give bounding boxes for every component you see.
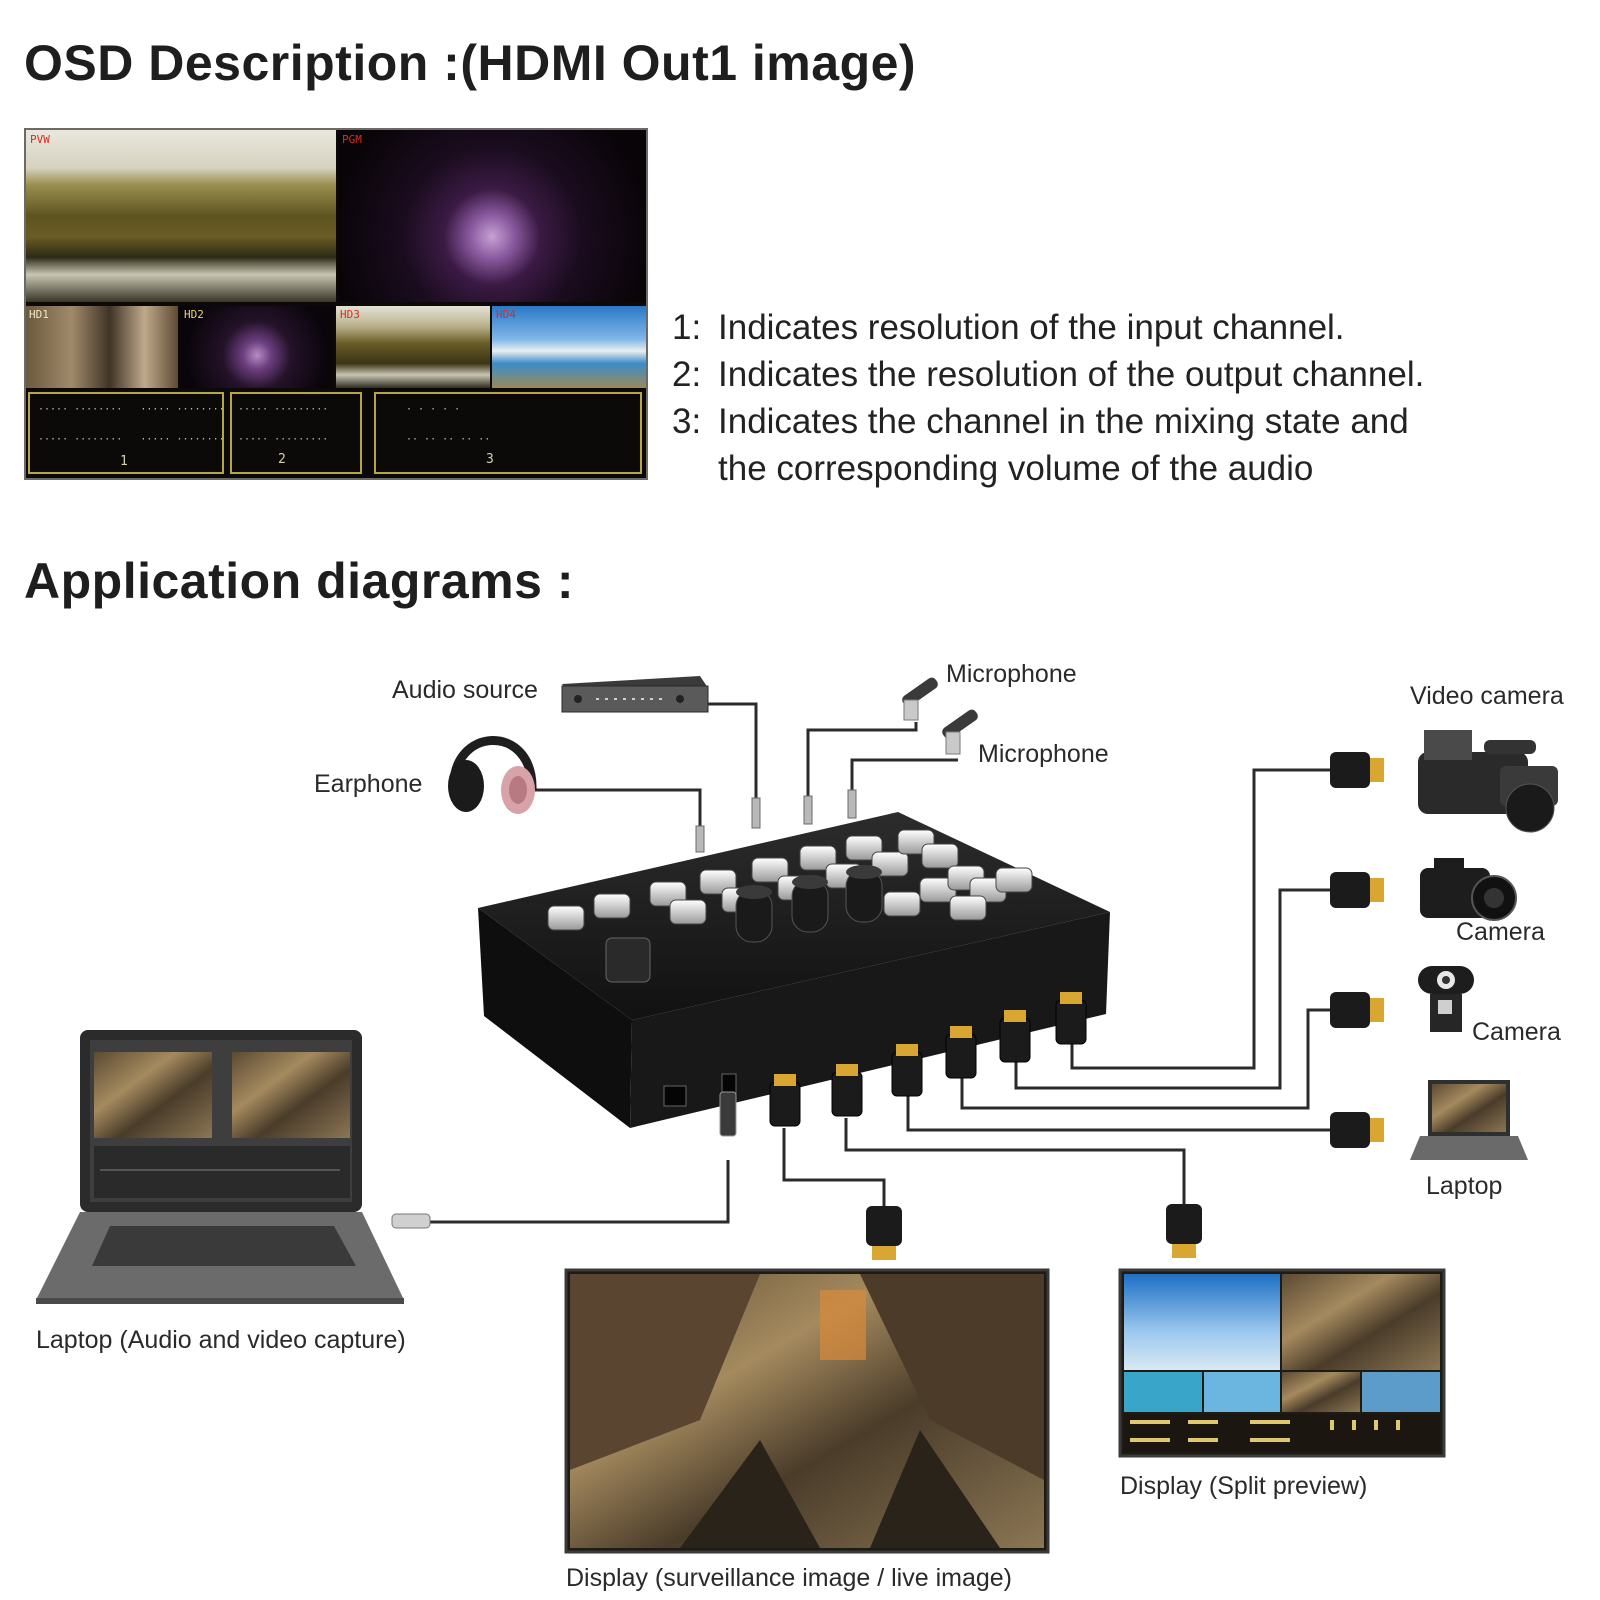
laptop-input-label: Laptop xyxy=(1426,1172,1503,1200)
pgm-tag: PGM xyxy=(342,133,362,146)
camera-2-device xyxy=(1418,966,1474,1032)
audio-source-cable xyxy=(705,702,758,800)
osd-description-list: 1: Indicates resolution of the input cha… xyxy=(672,304,1572,492)
camera-2-label: Camera xyxy=(1472,1018,1561,1046)
video-camera-cable xyxy=(1070,768,1348,1070)
switcher-fader xyxy=(605,937,651,983)
camera-1-cable xyxy=(1014,888,1348,1090)
osd-status-number-3: 3 xyxy=(486,452,494,467)
osd-status-number-1: 1 xyxy=(120,454,128,469)
live-display-label: Display (surveillance image / live image… xyxy=(566,1564,1012,1592)
laptop-input-cable xyxy=(906,1096,1348,1132)
hd1-tag: HD1 xyxy=(29,308,49,321)
application-title: Application diagrams : xyxy=(24,553,574,609)
output-hdmi-plugs xyxy=(866,1204,1202,1260)
video-switcher-device xyxy=(478,812,1110,1128)
earphone-label: Earphone xyxy=(314,770,423,798)
microphone-2-cable xyxy=(850,758,958,792)
hd4-panel: HD4 xyxy=(492,306,646,388)
split-display xyxy=(1118,1268,1446,1458)
osd-description-3: 3: Indicates the channel in the mixing s… xyxy=(672,402,1409,441)
hd2-panel: HD2 xyxy=(180,306,334,388)
osd-status-number-2: 2 xyxy=(278,452,286,467)
camera-2-cable xyxy=(960,1008,1348,1110)
live-display-cable xyxy=(782,1128,886,1210)
hd4-tag: HD4 xyxy=(496,308,516,321)
usb-c-laptop-plug xyxy=(391,1213,431,1229)
live-display xyxy=(564,1268,1050,1554)
split-display-label: Display (Split preview) xyxy=(1120,1472,1368,1500)
earphone-cable xyxy=(520,788,702,830)
camera-1-label: Camera xyxy=(1456,918,1545,946)
microphone-1-label: Microphone xyxy=(946,660,1077,688)
osd-title: OSD Description :(HDMI Out1 image) xyxy=(24,35,917,91)
osd-status-box-2: ····· ········· ····· ········· 2 xyxy=(230,392,362,474)
audio-plugs xyxy=(695,789,857,853)
audio-source-label: Audio source xyxy=(392,676,538,704)
pvw-panel: PVW xyxy=(26,130,336,302)
microphone-1-cable xyxy=(806,722,918,798)
capture-laptop-label: Laptop (Audio and video capture) xyxy=(36,1326,406,1354)
video-camera-label: Video camera xyxy=(1410,682,1564,710)
hd3-tag: HD3 xyxy=(340,308,360,321)
microphone-1-device xyxy=(902,677,938,721)
cables xyxy=(430,702,1348,1224)
hd2-tag: HD2 xyxy=(184,308,204,321)
osd-description-1: 1: Indicates resolution of the input cha… xyxy=(672,308,1345,347)
switcher-knobs xyxy=(735,865,883,943)
earphone-device xyxy=(448,736,537,814)
audio-source-device xyxy=(561,676,709,713)
switcher-ports xyxy=(663,1073,737,1107)
osd-status-box-3: · · · · · ·· ·· ·· ·· ·· 3 xyxy=(374,392,642,474)
laptop-input-device xyxy=(1410,1080,1528,1160)
osd-status-box-1: ····· ········ ····· ········ ····· ····… xyxy=(28,392,224,474)
video-camera-device xyxy=(1418,730,1558,833)
osd-preview-image: PVW PGM HD1 HD2 HD3 HD4 ····· ········ ·… xyxy=(24,128,648,480)
hd3-panel: HD3 xyxy=(336,306,490,388)
camera-1-device xyxy=(1420,858,1517,921)
microphone-2-label: Microphone xyxy=(978,740,1109,768)
osd-description-2: 2: Indicates the resolution of the outpu… xyxy=(672,355,1425,394)
split-display-cable xyxy=(844,1118,1186,1206)
capture-laptop-device xyxy=(36,1030,404,1304)
pvw-tag: PVW xyxy=(30,133,50,146)
microphone-2-device xyxy=(942,709,978,755)
pgm-panel: PGM xyxy=(338,130,646,302)
switcher-hdmi-plugs xyxy=(719,992,1087,1137)
hd1-panel: HD1 xyxy=(26,306,178,388)
usb-c-plug xyxy=(719,1091,737,1137)
osd-description-3-continued: the corresponding volume of the audio xyxy=(718,449,1314,488)
usb-capture-cable xyxy=(430,1160,730,1224)
input-hdmi-plugs xyxy=(1330,752,1384,1148)
